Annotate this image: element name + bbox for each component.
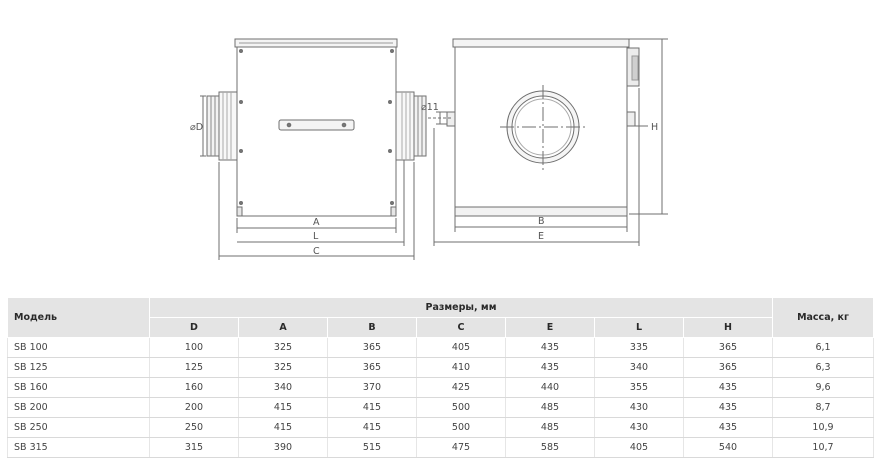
dimension-cell: 340: [238, 377, 328, 398]
dimension-cell: 355: [594, 377, 684, 398]
dimension-cell: 390: [238, 437, 328, 458]
dimension-cell: 485: [505, 417, 595, 438]
mass-cell: 10,7: [772, 437, 874, 458]
label-b: B: [538, 216, 545, 227]
spec-table: Модель Размеры, мм Масса, кг D A B C E L…: [7, 297, 874, 458]
dimension-cell: 365: [327, 357, 417, 378]
label-c: C: [313, 246, 320, 257]
label-h: H: [651, 122, 658, 133]
dimension-cell: 365: [683, 337, 773, 358]
col-header-d: D: [149, 317, 239, 338]
label-e: E: [538, 231, 544, 242]
dimension-cell: 435: [505, 337, 595, 358]
dimension-cell: 410: [416, 357, 506, 378]
dimension-cell: 435: [683, 417, 773, 438]
side-view: [200, 38, 427, 260]
dimension-cell: 200: [149, 397, 239, 418]
model-cell: SB 200: [7, 397, 150, 418]
dimension-cell: 425: [416, 377, 506, 398]
dimension-cell: 475: [416, 437, 506, 458]
col-header-e: E: [505, 317, 595, 338]
dimension-cell: 100: [149, 337, 239, 358]
mass-cell: 6,3: [772, 357, 874, 378]
col-header-c: C: [416, 317, 506, 338]
dimension-cell: 585: [505, 437, 595, 458]
model-cell: SB 250: [7, 417, 150, 438]
col-header-b: B: [327, 317, 417, 338]
dimension-cell: 325: [238, 357, 328, 378]
model-cell: SB 100: [7, 337, 150, 358]
dimension-cell: 325: [238, 337, 328, 358]
dimension-cell: 335: [594, 337, 684, 358]
mass-header: Масса, кг: [772, 297, 874, 338]
dims-header: Размеры, мм: [149, 297, 773, 318]
model-cell: SB 125: [7, 357, 150, 378]
dimension-cell: 540: [683, 437, 773, 458]
mass-cell: 10,9: [772, 417, 874, 438]
dimension-cell: 405: [594, 437, 684, 458]
label-hole: ⌀11: [421, 102, 439, 113]
mass-cell: 8,7: [772, 397, 874, 418]
dimension-cell: 440: [505, 377, 595, 398]
dimension-cell: 160: [149, 377, 239, 398]
dimension-cell: 515: [327, 437, 417, 458]
dimension-cell: 500: [416, 397, 506, 418]
model-cell: SB 315: [7, 437, 150, 458]
mass-cell: 9,6: [772, 377, 874, 398]
dimension-cell: 365: [683, 357, 773, 378]
dimension-cell: 340: [594, 357, 684, 378]
dimension-cell: 125: [149, 357, 239, 378]
dimension-cell: 485: [505, 397, 595, 418]
dimension-cell: 415: [327, 397, 417, 418]
dimension-cell: 315: [149, 437, 239, 458]
model-cell: SB 160: [7, 377, 150, 398]
mass-cell: 6,1: [772, 337, 874, 358]
dimension-cell: 370: [327, 377, 417, 398]
dimension-cell: 405: [416, 337, 506, 358]
dimension-cell: 500: [416, 417, 506, 438]
dimension-cell: 250: [149, 417, 239, 438]
dimension-cell: 435: [683, 377, 773, 398]
dimension-cell: 365: [327, 337, 417, 358]
model-header: Модель: [7, 297, 150, 338]
dimension-cell: 435: [505, 357, 595, 378]
label-l: L: [313, 231, 319, 242]
label-d: ⌀D: [190, 122, 203, 133]
col-header-l: L: [594, 317, 684, 338]
front-view: [428, 38, 668, 246]
dimension-cell: 415: [327, 417, 417, 438]
dimension-cell: 415: [238, 397, 328, 418]
dimension-cell: 430: [594, 397, 684, 418]
dimension-cell: 430: [594, 417, 684, 438]
label-a: A: [313, 217, 320, 228]
col-header-h: H: [683, 317, 773, 338]
dimension-cell: 435: [683, 397, 773, 418]
col-header-a: A: [238, 317, 328, 338]
dimension-cell: 415: [238, 417, 328, 438]
technical-drawing: ⌀D A L C B E H ⌀11: [190, 38, 668, 260]
